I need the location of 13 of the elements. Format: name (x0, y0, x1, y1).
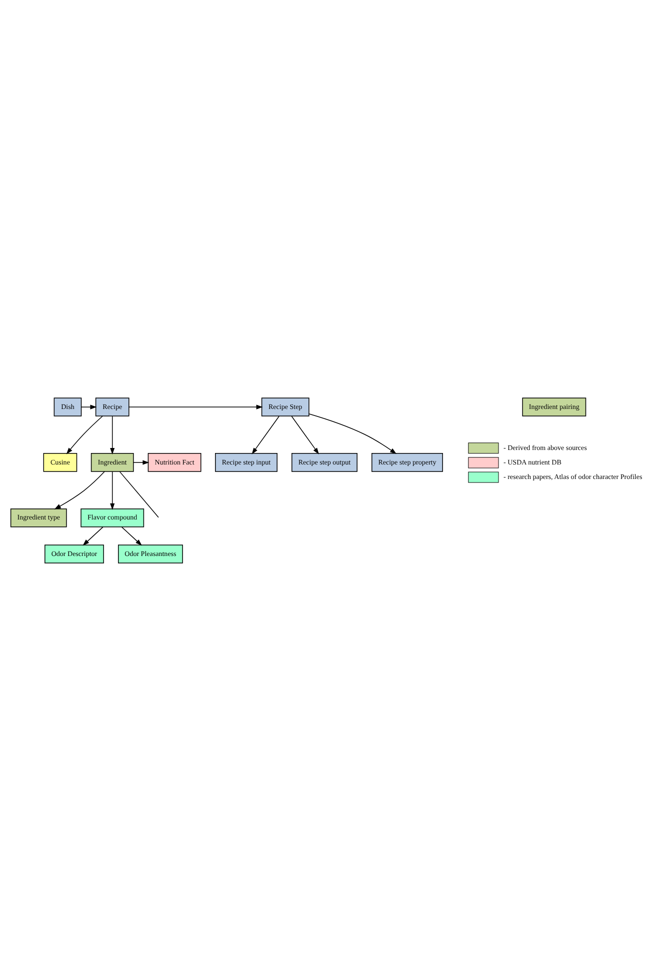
connector (119, 470, 159, 518)
arrow (133, 460, 150, 464)
arrow (252, 415, 280, 454)
arrow (54, 470, 105, 509)
arrow (128, 404, 263, 409)
arrow (82, 526, 104, 546)
arrow (308, 412, 397, 454)
arrow (121, 526, 142, 546)
arrow (110, 470, 115, 510)
arrow (66, 415, 103, 454)
arrow (291, 415, 319, 454)
arrow (80, 404, 97, 409)
arrow (110, 415, 115, 454)
